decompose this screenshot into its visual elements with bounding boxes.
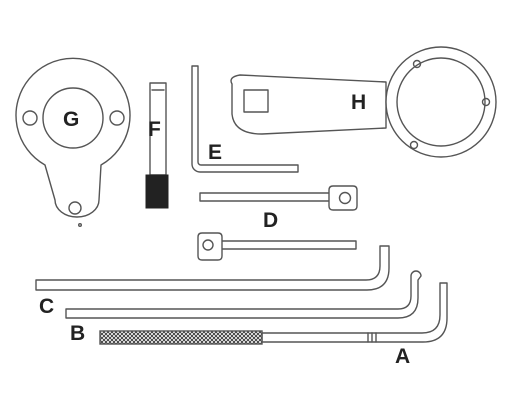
label-b: B bbox=[70, 322, 85, 345]
tool-d-lower-rod bbox=[197, 232, 357, 261]
label-a: A bbox=[395, 345, 410, 368]
knurled-handle-a bbox=[99, 330, 263, 345]
tool-e-l-key: E bbox=[191, 65, 299, 173]
tool-a-knurled-rod: A bbox=[99, 282, 448, 368]
label-c: C bbox=[39, 295, 54, 318]
label-f: F bbox=[148, 118, 161, 141]
tool-d-upper-rod: D bbox=[199, 185, 358, 232]
tool-h-ring-wrench: H bbox=[230, 46, 497, 158]
grip-f bbox=[145, 174, 169, 209]
tool-f-pin: F bbox=[145, 82, 169, 209]
label-e: E bbox=[208, 141, 222, 164]
label-d: D bbox=[263, 209, 278, 232]
label-g: G bbox=[63, 108, 79, 131]
tool-c-long-rod: C bbox=[35, 245, 390, 318]
tool-b-hook-rod: B bbox=[65, 270, 422, 345]
tool-g-locking-plate: G bbox=[15, 57, 131, 227]
label-h: H bbox=[351, 91, 366, 114]
square-hole-h bbox=[243, 89, 269, 113]
